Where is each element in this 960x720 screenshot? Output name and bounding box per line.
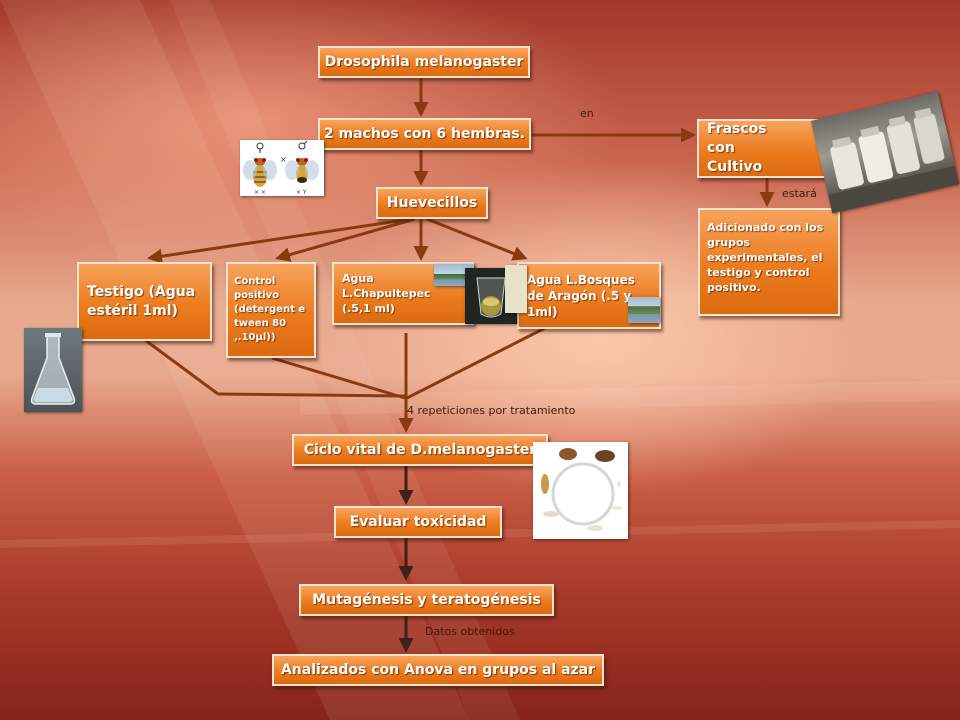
node-mutagenesis: Mutagénesis y teratogénesis: [299, 584, 554, 616]
label-estara: estará: [782, 187, 817, 200]
node-evaluar-text: Evaluar toxicidad: [349, 514, 487, 530]
node-analizados: Analizados con Anova en grupos al azar: [272, 654, 604, 686]
node-huevecillos: Huevecillos: [376, 187, 488, 219]
svg-text:× ×: × ×: [254, 189, 266, 196]
node-testigo-text: Testigo (Agua estéril 1ml): [87, 283, 196, 319]
node-mutagenesis-text: Mutagénesis y teratogénesis: [312, 592, 541, 608]
line-testigo-merge: [144, 338, 219, 396]
svg-text:× Y: × Y: [296, 189, 307, 196]
lake-bosques-photo: [628, 297, 660, 323]
label-repeticiones: 4 repeticiones por tratamiento: [407, 404, 576, 417]
label-en: en: [580, 107, 594, 120]
life-cycle-illustration: [533, 442, 628, 539]
arrow-huevecillos-testigo: [147, 217, 412, 264]
node-machos-text: 2 machos con 6 hembras.: [323, 126, 526, 142]
male-fly-icon: [285, 140, 319, 183]
node-ciclo-text: Ciclo vital de D.melanogaster: [303, 442, 537, 458]
flask-photo: [24, 328, 82, 412]
node-machos: 2 machos con 6 hembras.: [318, 118, 531, 150]
node-ciclo: Ciclo vital de D.melanogaster: [292, 434, 548, 466]
larva-icon: [543, 511, 559, 517]
node-testigo: Testigo (Agua estéril 1ml): [77, 262, 212, 341]
egg-icon: [617, 481, 621, 487]
node-huevecillos-text: Huevecillos: [386, 195, 478, 211]
arrow-huevecillos-control: [275, 217, 416, 262]
female-fly-icon: [243, 142, 277, 187]
sample-tag-photo: [505, 265, 527, 313]
flies-illustration: × × × × Y: [240, 140, 324, 196]
line-control-merge: [217, 392, 406, 398]
line-control-down: [271, 356, 406, 400]
node-control-text: Control positivo (detergent e tween 80 ,…: [234, 276, 306, 343]
node-drosophila-text: Drosophila melanogaster: [324, 54, 524, 70]
pupa-icon: [541, 474, 549, 494]
lake-chapultepec-photo: [434, 264, 474, 286]
adult-fly-icon: [559, 448, 577, 460]
node-bosques-text: Agua L.Bosques de Aragón (.5 y 1ml): [527, 272, 635, 319]
label-datos: Datos obtenidos: [425, 625, 515, 638]
node-evaluar: Evaluar toxicidad: [334, 506, 502, 538]
node-analizados-text: Analizados con Anova en grupos al azar: [280, 662, 596, 678]
node-frascos-text: Frascos con Cultivo: [707, 121, 767, 175]
node-control: Control positivo (detergent e tween 80 ,…: [226, 262, 316, 358]
arrow-huevecillos-bosques: [426, 217, 528, 261]
node-adicionado: Adicionado con los grupos experimentales…: [698, 208, 840, 316]
node-drosophila: Drosophila melanogaster: [318, 46, 530, 78]
culture-jars-photo: [810, 91, 960, 214]
line-bosques-merge: [406, 326, 546, 400]
svg-text:×: ×: [280, 155, 287, 164]
node-chapultepec-text: Agua L.Chapultepec (.5,1 ml): [342, 272, 431, 315]
node-adicionado-text: Adicionado con los grupos experimentales…: [707, 221, 824, 294]
